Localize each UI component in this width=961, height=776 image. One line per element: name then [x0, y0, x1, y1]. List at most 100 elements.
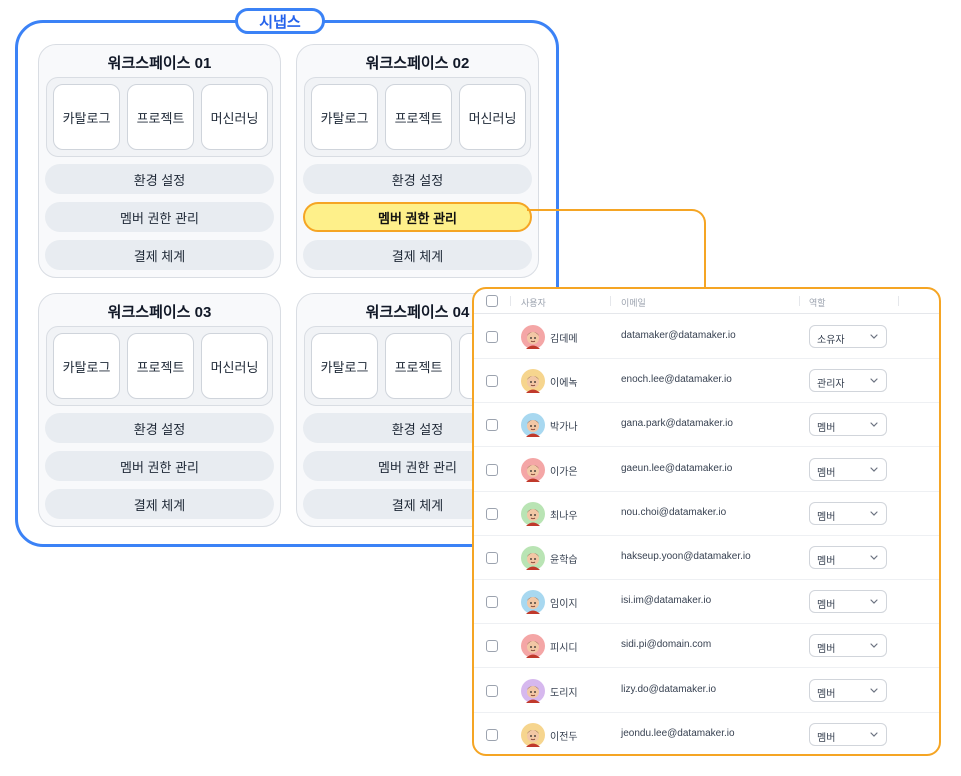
chevron-down-icon [870, 599, 878, 605]
user-avatar-icon [521, 501, 545, 526]
member-name: 이에녹 [550, 378, 578, 390]
member-email: enoch.lee@datamaker.io [621, 374, 732, 386]
role-select[interactable]: 소유자 [809, 325, 887, 348]
user-avatar-icon [521, 457, 545, 482]
row-checkbox[interactable] [486, 507, 498, 520]
member-name: 임이지 [550, 599, 578, 611]
workspace-card: 워크스페이스 02 카탈로그 프로젝트 머신러닝 환경 설정 멤버 권한 관리 … [296, 44, 539, 278]
module-project[interactable]: 프로젝트 [127, 84, 194, 150]
table-row[interactable]: 이전두 jeondu.lee@datamaker.io 멤버 [474, 713, 939, 754]
row-checkbox[interactable] [486, 419, 498, 432]
column-header-email[interactable]: 이메일 [621, 298, 646, 308]
menu-environment-settings[interactable]: 환경 설정 [45, 164, 274, 194]
module-catalog[interactable]: 카탈로그 [311, 84, 378, 150]
role-select-value: 멤버 [817, 556, 836, 567]
role-select[interactable]: 멤버 [809, 413, 887, 437]
user-avatar-icon [521, 369, 545, 394]
role-select[interactable]: 관리자 [809, 369, 887, 393]
member-email: jeondu.lee@datamaker.io [621, 727, 735, 739]
member-name: 도리지 [550, 687, 578, 699]
module-project[interactable]: 프로젝트 [127, 333, 194, 399]
user-avatar-icon [521, 722, 545, 747]
menu-environment-settings[interactable]: 환경 설정 [303, 164, 532, 194]
select-all-checkbox[interactable] [486, 295, 498, 307]
user-avatar-icon [521, 325, 545, 349]
role-select-value: 멤버 [817, 511, 836, 523]
menu-member-permissions[interactable]: 멤버 권한 관리 [45, 202, 274, 232]
module-catalog[interactable]: 카탈로그 [53, 84, 120, 150]
member-name: 박가나 [550, 422, 578, 434]
module-group: 카탈로그 프로젝트 머신러닝 [46, 77, 273, 157]
module-catalog[interactable]: 카탈로그 [311, 333, 378, 399]
row-checkbox[interactable] [486, 463, 498, 476]
workspace-title: 워크스페이스 03 [107, 304, 212, 321]
member-name: 피시디 [550, 643, 578, 655]
member-name: 최나우 [550, 510, 578, 522]
column-divider [510, 296, 511, 306]
column-header-user[interactable]: 사용자 [521, 298, 546, 308]
column-header-role[interactable]: 역할 [809, 298, 826, 308]
table-row[interactable]: 이가은 gaeun.lee@datamaker.io 멤버 [474, 448, 939, 492]
member-email: datamaker@datamaker.io [621, 330, 736, 341]
module-machine-learning[interactable]: 머신러닝 [459, 84, 526, 150]
module-machine-learning[interactable]: 머신러닝 [201, 84, 268, 150]
menu-billing[interactable]: 결제 체계 [303, 240, 532, 270]
role-select[interactable]: 멤버 [809, 634, 887, 658]
menu-member-permissions-highlighted[interactable]: 멤버 권한 관리 [303, 202, 532, 232]
member-email: gaeun.lee@datamaker.io [621, 462, 733, 474]
member-email: sidi.pi@domain.com [621, 639, 712, 651]
role-select[interactable]: 멤버 [809, 590, 887, 614]
row-checkbox[interactable] [486, 684, 498, 697]
module-group: 카탈로그 프로젝트 머신러닝 [304, 77, 531, 157]
role-select-value: 멤버 [817, 644, 836, 656]
user-avatar-icon [521, 590, 545, 615]
organization-label: 시냅스 [235, 8, 325, 34]
role-select-value: 멤버 [817, 600, 836, 612]
role-select[interactable]: 멤버 [809, 546, 887, 569]
chevron-down-icon [870, 466, 878, 472]
role-select[interactable]: 멤버 [809, 722, 887, 746]
table-row[interactable]: 이에녹 enoch.lee@datamaker.io 관리자 [474, 359, 939, 404]
chevron-down-icon [870, 511, 878, 516]
member-name: 이가은 [550, 466, 578, 478]
row-checkbox[interactable] [486, 552, 498, 564]
menu-member-permissions[interactable]: 멤버 권한 관리 [45, 451, 274, 481]
module-machine-learning[interactable]: 머신러닝 [201, 333, 268, 399]
member-email: isi.im@datamaker.io [621, 595, 712, 607]
row-checkbox[interactable] [486, 728, 498, 741]
workspace-title: 워크스페이스 01 [107, 55, 212, 72]
member-name: 이전두 [550, 731, 578, 743]
menu-environment-settings[interactable]: 환경 설정 [45, 413, 274, 443]
role-select[interactable]: 멤버 [809, 678, 887, 702]
module-project[interactable]: 프로젝트 [385, 84, 452, 150]
role-select[interactable]: 멤버 [809, 501, 887, 525]
role-select[interactable]: 멤버 [809, 457, 887, 481]
row-checkbox[interactable] [486, 640, 498, 653]
row-checkbox[interactable] [486, 375, 498, 388]
role-select-value: 소유자 [817, 335, 845, 346]
chevron-down-icon [870, 422, 878, 428]
module-catalog[interactable]: 카탈로그 [53, 333, 120, 399]
table-row[interactable]: 피시디 sidi.pi@domain.com 멤버 [474, 624, 939, 669]
user-avatar-icon [521, 634, 545, 659]
menu-billing[interactable]: 결제 체계 [45, 489, 274, 519]
row-checkbox[interactable] [486, 596, 498, 609]
chevron-down-icon [870, 555, 878, 560]
role-select-value: 멤버 [817, 467, 836, 479]
member-name: 윤학습 [550, 555, 578, 566]
chevron-down-icon [870, 687, 878, 693]
column-divider [898, 296, 899, 306]
column-divider [610, 296, 611, 306]
role-select-value: 멤버 [817, 732, 836, 744]
workspace-title: 워크스페이스 02 [365, 55, 470, 72]
table-row[interactable]: 임이지 isi.im@datamaker.io 멤버 [474, 580, 939, 625]
module-group: 카탈로그 프로젝트 머신러닝 [46, 326, 273, 406]
row-checkbox[interactable] [486, 331, 498, 343]
module-project[interactable]: 프로젝트 [385, 333, 452, 399]
menu-billing[interactable]: 결제 체계 [45, 240, 274, 270]
